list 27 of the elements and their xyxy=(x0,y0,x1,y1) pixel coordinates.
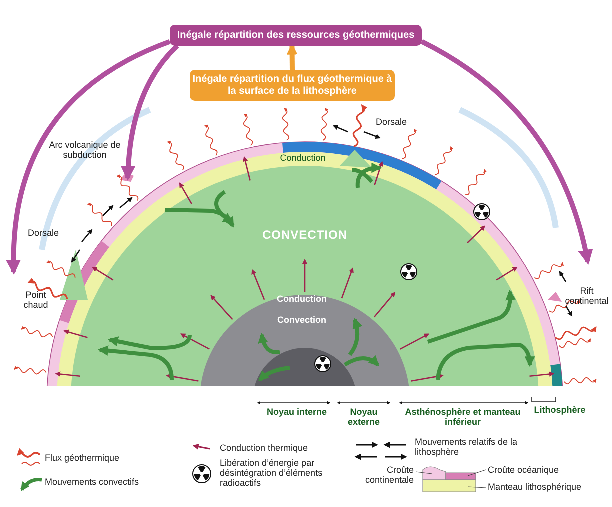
part-label: Dorsale xyxy=(376,117,408,127)
part-label: Conduction xyxy=(279,153,327,163)
arrow xyxy=(420,40,593,265)
legend-label: Libération d’énergie par désintégration d’éléments radioactifs xyxy=(220,458,324,488)
arrow xyxy=(121,44,180,181)
legend-label: Flux géothermique xyxy=(45,453,121,463)
part-label: Point chaud xyxy=(22,290,50,310)
dimension-label: Noyau externe xyxy=(346,407,382,427)
part-label: Arc volcanique de subduction xyxy=(48,140,122,160)
summary-banner: Inégale répartition des ressources géothermiques xyxy=(170,25,422,46)
arrow xyxy=(286,44,298,70)
legend-label: Manteau lithosphérique xyxy=(488,482,583,492)
part-label: Rift continental xyxy=(564,286,610,306)
legend-label: Croûte continentale xyxy=(364,465,414,485)
dimension-label: Asthénosphère et manteau inférieur xyxy=(404,407,522,427)
arrow xyxy=(6,39,171,275)
legend-label: Conduction thermique xyxy=(220,443,310,453)
legend-label: Croûte océanique xyxy=(488,465,560,475)
dimension-label: Noyau interne xyxy=(266,407,328,417)
legend-label: Mouvements convectifs xyxy=(45,477,140,487)
dimension-label: Lithosphère xyxy=(533,405,587,415)
part-label: CONVECTION xyxy=(261,230,348,240)
result-box: Inégale répartition du flux géothermique à la surface de la lithosphère xyxy=(190,70,395,101)
legend-label: Mouvements relatifs de la lithosphère xyxy=(415,437,519,457)
part-label: Dorsale xyxy=(28,228,60,238)
part-label: Conduction xyxy=(276,294,328,304)
part-label: Convection xyxy=(276,315,328,325)
